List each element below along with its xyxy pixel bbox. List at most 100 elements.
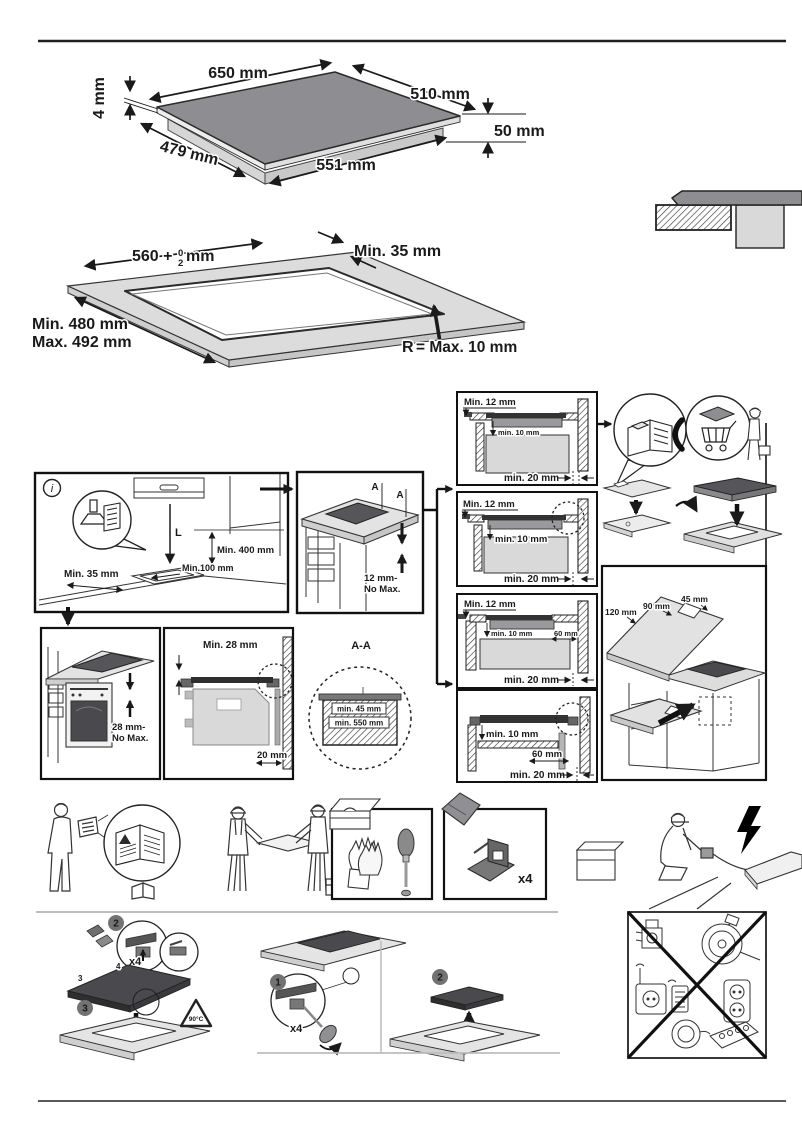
manual-book-icon — [103, 502, 121, 532]
worker-unplug-icon — [658, 812, 714, 881]
bracket-kit-box: x4 — [441, 792, 548, 901]
oven-thickness-1: 28 mm- — [112, 722, 145, 733]
power-strip-icon — [671, 1019, 759, 1049]
hob-with-brackets — [66, 964, 192, 1013]
info-icon: i — [42, 478, 62, 498]
hob-slab — [744, 851, 802, 891]
removal-steps: 1 x4 2 — [260, 930, 541, 1062]
worker-left-icon — [227, 806, 263, 892]
prohibition-x — [626, 910, 768, 1060]
prohibited-connections — [626, 910, 768, 1060]
assembled-hob — [693, 477, 777, 502]
shopping-cart-icon — [701, 420, 737, 452]
s2-bottom: min. 20 mm — [504, 574, 559, 585]
aa-min-width: min. 550 mm — [335, 719, 383, 728]
cutout-width-tol-lower: 2 — [178, 258, 183, 269]
s1-mid: min. 10 mm — [498, 428, 540, 437]
step-badge: 2 — [108, 915, 124, 931]
shelf-dim-45: 45 mm — [681, 594, 708, 604]
toolbox-icon — [328, 798, 382, 830]
cutout-dimensions-drawing: 560 + 0 2 mm Min. 35 mm Min. 480 mm Max.… — [31, 231, 527, 368]
s3-mid: min. 10 mm — [491, 629, 533, 638]
person-reading-icon — [47, 802, 99, 892]
dim-top-depth: 510 mm — [410, 86, 470, 103]
min-wall-unit-height: Min. 400 mm — [217, 545, 274, 556]
product-dimensions-drawing: 650 mm 510 mm 4 mm 479 mm 551 mm 50 mm — [90, 59, 546, 187]
worker-right-icon — [293, 804, 329, 892]
warning-manual-icon — [103, 804, 181, 882]
installer-person-icon — [747, 407, 771, 461]
section-aa-detail: A-A min. 45 mm min. 550 mm — [308, 640, 412, 770]
install-steps: 2 x4 3 4 3 90°C — [59, 915, 213, 1061]
screw-bag-icon — [441, 792, 481, 826]
flush-section-2: Min. 12 mm min. 10 mm min. 20 mm — [456, 491, 598, 587]
s3-bottom: min. 20 mm — [504, 675, 559, 686]
lifted-hob — [430, 986, 504, 1011]
s2-top: Min. 12 mm — [463, 499, 515, 510]
svg-text:2: 2 — [437, 973, 443, 984]
cutout-width-tol-upper: 0 — [178, 248, 183, 259]
phone-icon — [672, 417, 685, 452]
extension-reel-icon — [701, 913, 761, 965]
cutout-wall-clearance: Min. 35 mm — [354, 243, 441, 260]
double-socket-icon — [723, 979, 751, 1023]
edge-mount-detail — [655, 190, 802, 249]
aa-min-depth: min. 45 mm — [337, 705, 381, 714]
dim-glass-thickness: 4 mm — [91, 77, 108, 119]
min-rear-distance: Min.100 mm — [182, 563, 234, 573]
min-side-distance: Min. 35 mm — [64, 569, 119, 580]
glass-plate-icon — [698, 406, 736, 422]
svg-text:90°C: 90°C — [189, 1015, 204, 1023]
dim-base-height: 50 mm — [494, 123, 545, 140]
s1-top: Min. 12 mm — [464, 397, 516, 408]
oven-clearance-panel: 28 mm- No Max. — [39, 626, 162, 781]
order-bubble — [685, 395, 751, 461]
shelf-dim-90: 90 mm — [643, 601, 670, 611]
glass-replacement-section — [602, 393, 783, 567]
hood-clearance-panel: i L Min. 400 mm Min.100 mm Min. 35 mm — [33, 471, 290, 614]
hood-manual-bubble — [72, 490, 147, 551]
cutout-width-unit: mm — [186, 248, 214, 265]
glass-and-base — [602, 479, 672, 538]
s4-mid: min. 10 mm — [486, 729, 538, 740]
disconnect-power-pictogram — [575, 806, 802, 891]
cutout-depth-max: Max. 492 mm — [32, 334, 132, 351]
oven-section-rear-gap: 20 mm — [257, 750, 287, 761]
section-label-a2: A — [396, 490, 403, 501]
s1-bottom: min. 20 mm — [504, 473, 559, 484]
flush-section-1: Min. 12 mm min. 10 mm min. 20 mm — [456, 391, 598, 486]
cutout-width-value: 560 + — [132, 248, 172, 265]
s2-mid: min. 10 mm — [495, 534, 547, 545]
lightning-icon — [737, 806, 761, 854]
oven-section-panel: Min. 28 mm 20 mm — [162, 626, 295, 781]
inserted-shelf — [609, 698, 703, 735]
bracket-icon — [86, 924, 114, 948]
worktop-thickness-panel: A A 12 mm- No Max. — [295, 470, 425, 615]
worktop-thickness-1: 12 mm- — [364, 573, 397, 584]
remote-socket-icon — [635, 963, 667, 1015]
step-badge: 1 — [270, 974, 286, 990]
tools-required-box — [328, 798, 434, 901]
cutout-depth-min: Min. 480 mm — [32, 316, 128, 333]
dim-base-width: 551 mm — [316, 157, 376, 174]
hood-icon — [79, 499, 110, 525]
read-manual-pictogram — [47, 802, 181, 900]
screwdriver-icon — [397, 828, 415, 897]
step-badge: 2 — [432, 969, 448, 985]
bracket-icon — [466, 838, 516, 882]
oven-icon — [65, 682, 113, 748]
s3-side: 60 mm — [554, 629, 578, 638]
worktop-cutout — [683, 504, 783, 554]
section-label-a1: A — [371, 482, 378, 493]
worktop-cutout — [389, 1020, 541, 1062]
worktop-thickness-2: No Max. — [364, 584, 400, 595]
oven-thickness-2: No Max. — [112, 733, 148, 744]
shelf-dim-120: 120 mm — [605, 607, 637, 617]
edge-label-4: 4 — [116, 962, 121, 971]
svg-text:1: 1 — [275, 978, 281, 989]
glass-plate-icon — [630, 421, 650, 430]
svg-text:3: 3 — [82, 1004, 88, 1015]
step-badge: 3 — [77, 1000, 93, 1016]
gloves-icon — [347, 836, 383, 890]
